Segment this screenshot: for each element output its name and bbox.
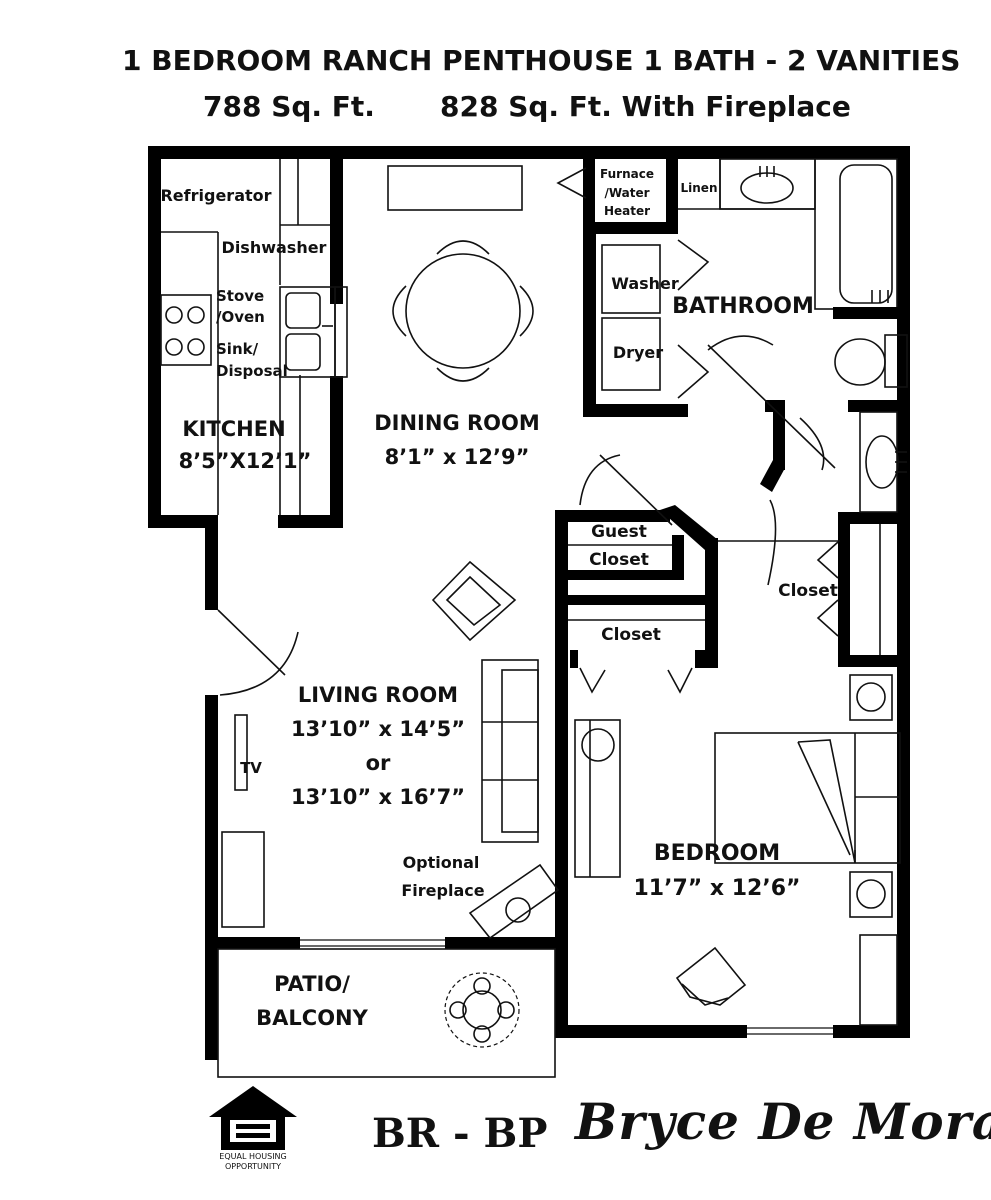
kitchen-label: KITCHEN	[182, 417, 285, 441]
dining-room-dims: 8’1” x 12’9”	[385, 445, 530, 469]
equal-housing-line-2: OPPORTUNITY	[224, 1162, 282, 1171]
heater-label: Heater	[604, 204, 650, 218]
bedroom-chair-icon	[675, 946, 747, 1006]
square-footage-fireplace: 828 Sq. Ft. With Fireplace	[440, 90, 851, 123]
water-label: /Water	[604, 186, 649, 200]
refrigerator-label: Refrigerator	[160, 186, 271, 205]
bedroom-closet-label: Closet	[601, 625, 661, 645]
living-room-dims-alt: 13’10” x 16’7”	[291, 785, 465, 809]
bed-icon	[714, 732, 901, 864]
bathtub-icon	[814, 158, 898, 310]
nightstand-icon-1	[849, 674, 893, 721]
linen-label: Linen	[681, 181, 718, 195]
bedroom-window	[747, 1027, 833, 1035]
living-room-label: LIVING ROOM	[298, 683, 458, 707]
kitchen-walls	[278, 159, 343, 528]
stove-label: Stove	[216, 287, 264, 305]
patio-door	[300, 939, 445, 947]
bathroom-door-swing	[707, 335, 836, 471]
tv-icon	[234, 714, 248, 791]
bedroom-chest-icon	[859, 934, 898, 1026]
dining-table-icon	[392, 240, 534, 382]
bedroom-label: BEDROOM	[654, 841, 780, 866]
furnace-closet	[556, 159, 678, 234]
equal-housing-logo-icon	[209, 1086, 297, 1150]
guest-closet-label-2: Closet	[589, 550, 649, 570]
guest-closet-label: Guest	[591, 522, 647, 542]
living-room-dims: 13’10” x 14’5”	[291, 717, 465, 741]
washer-label: Washer	[611, 274, 679, 293]
kitchen-range-icon	[160, 294, 212, 366]
entry-door-swing	[217, 609, 299, 696]
armchair-icon	[431, 560, 517, 642]
vanity-sink-icon-2	[859, 411, 907, 513]
bath-closet-label: Closet	[778, 581, 838, 601]
console-table-icon	[221, 831, 265, 928]
optional-label: Optional	[403, 853, 480, 872]
dryer-label: Dryer	[613, 343, 663, 362]
balcony-label: BALCONY	[256, 1006, 368, 1030]
patio-label: PATIO/	[274, 972, 350, 996]
furnace-label: Furnace	[600, 167, 654, 181]
toilet-icon	[834, 334, 908, 388]
equal-housing-line-1: EQUAL HOUSING	[219, 1152, 287, 1161]
sofa-icon	[481, 659, 539, 843]
oven-label: /Oven	[216, 308, 265, 326]
kitchen-dims: 8’5”X12’1”	[179, 449, 312, 473]
patio-outline	[217, 948, 556, 1078]
kitchen-sink-icon	[279, 286, 348, 378]
dining-room-label: DINING ROOM	[374, 411, 540, 435]
dishwasher-label: Dishwasher	[222, 238, 327, 257]
fireplace-icon	[468, 863, 560, 940]
unit-code: BR - BP	[372, 1110, 548, 1157]
patio-table-icon	[444, 972, 520, 1048]
buffet-cabinet	[387, 165, 523, 211]
bathroom-walls	[760, 400, 910, 667]
bedroom-closet	[555, 595, 718, 694]
square-footage: 788 Sq. Ft.	[203, 90, 375, 123]
bath-closet	[816, 524, 881, 655]
bathtub-wall	[833, 307, 910, 319]
nightstand-icon-2	[849, 871, 893, 918]
bedroom-dims: 11’7” x 12’6”	[634, 876, 801, 901]
vanity-sink-icon-1	[719, 158, 816, 210]
exterior-walls	[148, 146, 910, 1060]
fireplace-label: Fireplace	[401, 881, 484, 900]
equal-housing-text: EQUAL HOUSING OPPORTUNITY	[207, 1152, 299, 1172]
disposal-label: Disposal	[216, 362, 288, 380]
plan-title: 1 BEDROOM RANCH PENTHOUSE 1 BATH - 2 VAN…	[122, 44, 961, 77]
sink-label: Sink/	[216, 340, 259, 358]
dresser-icon	[574, 719, 621, 878]
brand-logo: Bryce De Moray	[575, 1092, 991, 1151]
kitchen-counters	[161, 159, 330, 515]
bathroom-label: BATHROOM	[672, 294, 814, 319]
laundry-walls	[583, 232, 710, 417]
hall-door-swings	[579, 454, 840, 586]
living-room-or: or	[366, 751, 391, 775]
tv-label: TV	[240, 759, 262, 777]
